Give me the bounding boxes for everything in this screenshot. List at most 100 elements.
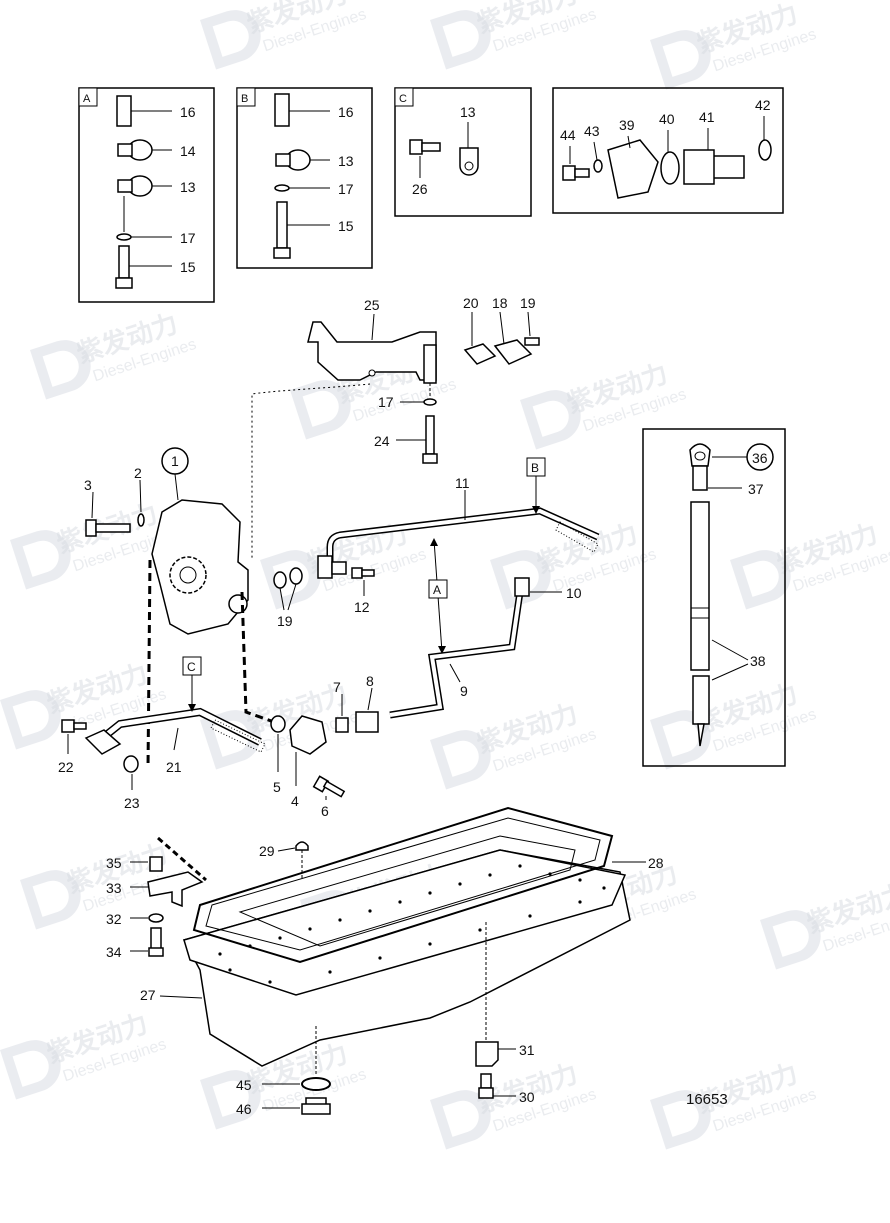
part-number: 15 (180, 259, 196, 275)
part-number: 16 (338, 104, 354, 120)
bolt-part (276, 201, 288, 249)
watermark-logo: 紫发动力 Diesel-Engines (10, 498, 178, 590)
oil-pan-sump-outline (238, 835, 576, 947)
detail-box-tag (394, 87, 414, 107)
bolt-head (562, 165, 576, 181)
fitting-part (355, 711, 379, 733)
detail-box-frame (552, 87, 784, 214)
sleeve-part (116, 95, 132, 127)
watermark-logo: 紫发动力 Diesel-Engines (650, 0, 818, 90)
part-number: 18 (492, 295, 508, 311)
part-number: 12 (354, 599, 370, 615)
pipe-flange (331, 561, 347, 575)
pipe-flange (317, 555, 333, 579)
bracket-hole (368, 369, 376, 377)
part-number: 21 (166, 759, 182, 775)
oil-pan-assembly: 29 28 27 35 33 32 34 31 30 (106, 806, 664, 1117)
bracket-part (307, 321, 437, 381)
leader-line (449, 663, 461, 683)
part-number: 35 (106, 855, 122, 871)
clamp-part (117, 143, 133, 157)
part-number: 30 (519, 1089, 535, 1105)
clamp-part (117, 179, 133, 193)
leader-line (279, 587, 285, 611)
part-number: 44 (560, 127, 576, 143)
part-number: 15 (338, 218, 354, 234)
bolt-head (85, 519, 97, 537)
dipstick-tube (692, 675, 710, 725)
part-number: 7 (333, 679, 341, 695)
washer-part (274, 184, 290, 192)
bolt-part (574, 168, 590, 178)
bolt-part (118, 245, 130, 279)
flange-part (493, 339, 533, 365)
bolt-head (409, 139, 423, 155)
clamp-part (275, 153, 291, 167)
part-number: 5 (273, 779, 281, 795)
detail-box-frame (78, 87, 215, 303)
leader-line (173, 727, 179, 751)
dipstick-cap (692, 465, 708, 491)
washer-part (273, 571, 287, 589)
dipstick-ring (694, 451, 706, 461)
leader-line (711, 663, 749, 681)
clamp-hole (464, 161, 474, 171)
pipe-part (98, 709, 262, 745)
part-number: 34 (106, 944, 122, 960)
leader-line (91, 491, 94, 519)
part-number: 9 (460, 683, 468, 699)
bolt-part (480, 1073, 492, 1089)
oil-pan-gasket-inner (205, 817, 601, 951)
part-number: 32 (106, 911, 122, 927)
watermark-logo: 紫发动力 Diesel-Engines (0, 1008, 168, 1100)
part-number: 24 (374, 433, 390, 449)
bolt-part (361, 569, 375, 577)
nut-part (335, 717, 349, 733)
detail-box-frame (394, 87, 532, 217)
part-number: 42 (755, 97, 771, 113)
plug-part (295, 841, 309, 851)
washer-part (270, 715, 286, 733)
leader-line (527, 311, 531, 337)
leader-line (159, 995, 203, 999)
watermark-logo: 紫发动力 Diesel-Engines (730, 518, 890, 610)
reference-tag-a (428, 579, 448, 599)
leader-line (711, 639, 749, 661)
reference-tag-text: A (433, 583, 441, 597)
oring-part (660, 151, 680, 185)
bolt-part (524, 337, 540, 346)
valve-part (289, 715, 327, 755)
part-number: 37 (748, 481, 764, 497)
part-number: 23 (124, 795, 140, 811)
dipstick-tube (690, 501, 710, 671)
leader-line (277, 847, 296, 852)
leader-line (367, 687, 373, 711)
reference-tag-text: C (187, 660, 196, 674)
part-number: 20 (463, 295, 479, 311)
part-number: 17 (180, 230, 196, 246)
detail-box-frame (642, 428, 786, 767)
bolt-head (148, 947, 164, 957)
leader-line (371, 313, 375, 341)
nut-part (149, 856, 163, 872)
detail-box-b: B 16 13 17 15 (236, 87, 373, 269)
dashed-link-line (157, 836, 207, 882)
bolt-head (478, 1087, 494, 1099)
washer-part (593, 159, 603, 173)
bolt-part (95, 523, 131, 533)
bracket-post (423, 344, 437, 384)
oring-part (758, 139, 772, 161)
flange-holes (218, 864, 606, 984)
part-number: 31 (519, 1042, 535, 1058)
part-number: 3 (84, 477, 92, 493)
leader-line (499, 311, 505, 345)
watermark-logo: 紫发动力 Diesel-Engines (650, 1058, 818, 1150)
detail-box-tag (236, 87, 256, 107)
pipe-part (389, 591, 522, 717)
washer-part (148, 913, 164, 923)
reference-tag-text: B (531, 461, 539, 475)
flange-part (84, 729, 122, 755)
leader-line (139, 479, 142, 513)
dipstick-box: 36 37 38 (642, 428, 786, 767)
